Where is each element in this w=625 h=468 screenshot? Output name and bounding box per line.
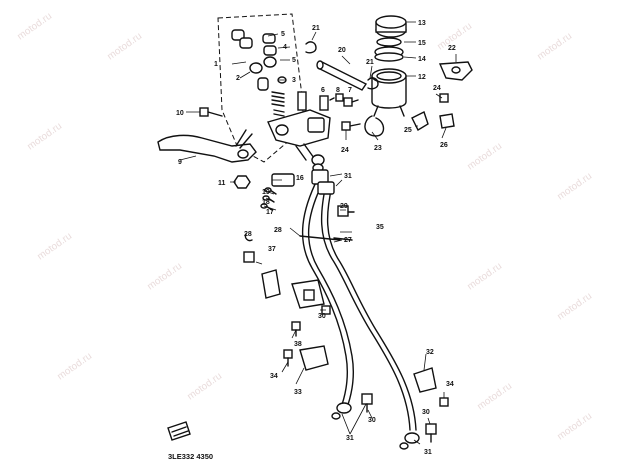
part-label: 16	[296, 175, 304, 182]
part-label: 5	[292, 57, 296, 64]
reservoir-band	[364, 115, 385, 137]
diagram-code: 3LE332 4350	[168, 452, 213, 461]
part-label: 15	[418, 40, 426, 47]
bolt-38	[291, 321, 301, 337]
part-label: 10	[176, 110, 184, 117]
reservoir	[371, 68, 407, 117]
brake-switch	[260, 173, 295, 211]
part-label: 6	[321, 87, 325, 94]
piston-kit-outline	[217, 13, 305, 163]
part-label: 24	[433, 85, 441, 92]
part-label: 30	[318, 313, 326, 320]
part-label: 28	[244, 231, 252, 238]
part-label: 14	[418, 56, 426, 63]
part-labels: 1 2 3 4 5 5 6 7 8 9 10 11 12 13 14 15 16…	[176, 20, 456, 456]
pivot-bolt	[199, 107, 223, 117]
brake-hoses	[301, 169, 417, 431]
watermark: motod.ru	[555, 291, 594, 323]
fittings-6-7-8	[319, 93, 359, 111]
part-label: 3	[292, 77, 296, 84]
part-label: 1	[214, 61, 218, 68]
part-label: 33	[294, 389, 302, 396]
watermark: motod.ru	[25, 121, 64, 153]
holder-25-26	[411, 111, 455, 131]
pivot-nut	[233, 175, 251, 189]
part-label: 25	[404, 127, 412, 134]
part-label: 38	[294, 341, 302, 348]
part-label: 23	[374, 145, 382, 152]
part-label: 29	[340, 203, 348, 210]
reservoir-cap	[374, 15, 407, 62]
part-label: 34	[446, 381, 454, 388]
part-label: 22	[448, 45, 456, 52]
part-label: 2	[236, 75, 240, 82]
lower-banjo-fittings	[331, 393, 437, 450]
part-label: 35	[376, 224, 384, 231]
reservoir-bracket	[438, 61, 473, 81]
watermark: motod.ru	[535, 31, 574, 63]
part-label: 18	[262, 199, 270, 206]
part-label: 32	[426, 349, 434, 356]
part-label: 7	[348, 87, 352, 94]
part-label: 27	[344, 237, 352, 244]
watermark: motod.ru	[35, 231, 74, 263]
watermark-layer: motod.ru motod.ru motod.ru motod.ru moto…	[15, 11, 594, 443]
watermark: motod.ru	[475, 381, 514, 413]
hose-bracket-32	[413, 367, 449, 407]
watermark: motod.ru	[15, 11, 54, 43]
watermark: motod.ru	[105, 31, 144, 63]
part-label: 31	[346, 435, 354, 442]
hose-bracket-33	[283, 345, 329, 371]
part-label: 4	[283, 44, 287, 51]
part-label: 21	[312, 25, 320, 32]
part-label: 30	[422, 409, 430, 416]
banjo-bolt-29	[337, 205, 355, 217]
piston-kit-parts	[231, 29, 287, 117]
part-label: 31	[344, 173, 352, 180]
watermark: motod.ru	[555, 171, 594, 203]
part-label: 11	[218, 180, 226, 187]
watermark: motod.ru	[185, 371, 224, 403]
brake-lever	[157, 129, 257, 163]
part-label: 34	[270, 373, 278, 380]
hose-clips	[305, 41, 379, 90]
watermark: motod.ru	[465, 261, 504, 293]
watermark: motod.ru	[465, 141, 504, 173]
part-label: 17	[266, 209, 274, 216]
part-label: 8	[336, 87, 340, 94]
screws-24	[341, 93, 449, 131]
leader-lines	[179, 21, 457, 445]
part-label: 5	[281, 31, 285, 38]
watermark: motod.ru	[55, 351, 94, 383]
part-label: 26	[440, 142, 448, 149]
part-label: 37	[268, 246, 276, 253]
watermark: motod.ru	[555, 411, 594, 443]
hose-bracket-37	[243, 251, 325, 309]
part-label: 31	[424, 449, 432, 456]
part-label: 28	[274, 227, 282, 234]
part-label: 19	[262, 189, 270, 196]
reservoir-hose	[316, 60, 368, 91]
part-label: 13	[418, 20, 426, 27]
hose-guides	[244, 233, 353, 242]
part-label: 24	[341, 147, 349, 154]
book-icon	[167, 421, 191, 441]
part-label: 20	[338, 47, 346, 54]
part-label: 21	[366, 59, 374, 66]
watermark: motod.ru	[145, 261, 184, 293]
part-label: 12	[418, 74, 426, 81]
part-label: 30	[368, 417, 376, 424]
part-label: 9	[178, 159, 182, 166]
